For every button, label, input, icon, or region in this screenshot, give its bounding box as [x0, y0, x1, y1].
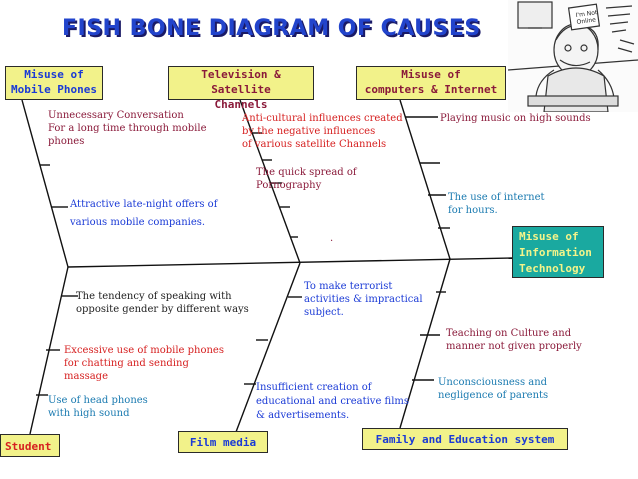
cause-insufficient-films: Insufficient creation of educational and…	[256, 382, 410, 421]
cause-playing-music: Playing music on high sounds	[440, 113, 591, 124]
cause-pornography: The quick spread of Pornography	[256, 167, 357, 191]
spine-line	[67, 257, 513, 268]
category-mobile-phones: Misuse of Mobile Phones	[5, 66, 103, 100]
bone-computers	[399, 99, 451, 260]
effect-box: Misuse of Information Technology	[512, 226, 604, 278]
bone-family	[399, 258, 451, 429]
cartoon-drawing: I'm Not Online	[508, 0, 638, 112]
cartoon-person-at-computer: I'm Not Online	[508, 0, 638, 112]
category-film-media: Film media	[178, 431, 268, 453]
cause-unnecessary-conversation: Unnecessary Conversation For a long time…	[48, 110, 207, 147]
cartoon-sign-line2: Online	[576, 16, 596, 26]
cause-late-night-offers: Attractive late-night offers of various …	[70, 199, 218, 228]
bone-film	[235, 262, 301, 433]
cause-head-phones: Use of head phones with high sound	[48, 395, 148, 419]
stray-dot: .	[330, 233, 334, 244]
cause-anti-cultural: Anti-cultural influences created by the …	[242, 113, 403, 150]
page-title: FISH BONE DIAGRAM OF CAUSES	[62, 16, 481, 41]
bone-tv	[239, 99, 301, 264]
category-student: Student	[0, 434, 60, 457]
cause-unconsciousness: Unconsciousness and negligence of parent…	[438, 377, 549, 401]
cause-terrorist-activities: To make terrorist activities & impractic…	[304, 281, 423, 318]
category-computers: Misuse of computers & Internet	[356, 66, 506, 100]
category-family-education: Family and Education system	[362, 428, 568, 450]
category-television: Television & Satellite Channels	[168, 66, 314, 111]
cause-internet-hours: The use of internet for hours.	[448, 192, 545, 216]
cause-opposite-gender: The tendency of speaking with opposite g…	[76, 291, 249, 315]
bone-mobile	[21, 99, 69, 268]
cause-teaching-culture: Teaching on Culture and manner not given…	[446, 328, 582, 352]
cartoon-sign-line1: I'm Not	[575, 9, 598, 19]
cause-excessive-mobile: Excessive use of mobile phones for chatt…	[64, 345, 224, 382]
